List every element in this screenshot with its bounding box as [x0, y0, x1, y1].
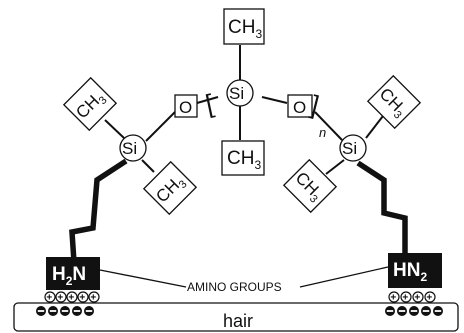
amino-groups-label: AMINO GROUPS	[187, 280, 282, 294]
ch3-left-top-box: CH3	[62, 76, 118, 132]
bond-left-si-ch3-bottom	[141, 159, 155, 173]
minus-charge	[84, 306, 94, 316]
plus-charge: +	[66, 291, 78, 304]
svg-text:Si: Si	[229, 84, 244, 103]
bond-right-si-ch3-bottom	[325, 159, 345, 175]
oxygen-right-box: O	[287, 94, 313, 118]
ch3-top-box: CH3	[223, 8, 265, 45]
svg-text:+: +	[57, 293, 63, 304]
plus-charge: +	[388, 291, 400, 304]
svg-text:+: +	[68, 293, 74, 304]
svg-text:+: +	[79, 293, 85, 304]
hair-label: hair	[223, 311, 253, 331]
svg-text:+: +	[390, 293, 396, 304]
plus-charge: +	[55, 291, 67, 304]
oxygen-left-box: O	[174, 94, 198, 118]
minus-charge	[72, 306, 82, 316]
svg-text:+: +	[402, 293, 408, 304]
plus-charge: +	[412, 291, 424, 304]
ch3-right-bottom-box: CH3	[282, 158, 338, 214]
svg-text:+: +	[90, 293, 96, 304]
si-right: Si	[339, 134, 367, 162]
svg-text:+: +	[46, 293, 52, 304]
svg-text:+: +	[426, 293, 432, 304]
svg-text:CH3: CH3	[228, 17, 262, 41]
right-propyl-chain	[356, 160, 408, 258]
minus-charge	[36, 306, 46, 316]
bond-left-si-ch3-top	[104, 119, 125, 139]
ch3-right-top-box: CH3	[366, 74, 422, 130]
charges-left-minus	[36, 306, 94, 316]
plus-charge: +	[88, 291, 100, 304]
amine-left: H2N	[46, 257, 100, 290]
minus-charge	[48, 306, 58, 316]
plus-charge: +	[400, 291, 412, 304]
charges-right-plus: + + + +	[388, 291, 436, 304]
ch3-left-bottom-box: CH3	[142, 160, 198, 216]
repeat-subscript-n: n	[319, 125, 326, 140]
charges-right-minus	[385, 306, 443, 316]
plus-charge: +	[44, 291, 56, 304]
si-center: Si	[226, 79, 254, 107]
minus-charge	[409, 306, 419, 316]
svg-text:Si: Si	[342, 139, 357, 158]
ch3-bottom-box: CH3	[221, 140, 265, 176]
bond-right-si-ch3-top	[365, 115, 384, 139]
svg-text:O: O	[293, 98, 306, 117]
minus-charge	[421, 306, 431, 316]
svg-text:CH3: CH3	[227, 148, 261, 172]
minus-charge	[60, 306, 70, 316]
plus-charge: +	[424, 291, 436, 304]
bond-left-si-o	[145, 111, 176, 142]
amino-pointer-left	[99, 269, 187, 288]
bond-left-o-center	[196, 96, 219, 104]
charges-left-plus: + + + + +	[44, 291, 100, 304]
left-propyl-chain	[69, 158, 128, 263]
svg-text:O: O	[179, 98, 192, 117]
amino-pointer-right	[299, 266, 389, 288]
amine-right: HN2	[388, 253, 442, 288]
hair-fibre	[13, 302, 459, 332]
bond-right-o-si	[314, 111, 343, 141]
si-left: Si	[119, 134, 147, 162]
minus-charge	[385, 306, 395, 316]
minus-charge	[397, 306, 407, 316]
svg-text:+: +	[414, 293, 420, 304]
minus-charge	[433, 306, 443, 316]
repeat-bracket-open: [	[203, 88, 217, 119]
plus-charge: +	[77, 291, 89, 304]
svg-text:HN2: HN2	[393, 260, 427, 284]
bond-center-right-o	[261, 96, 288, 104]
svg-text:H2N: H2N	[52, 264, 86, 288]
svg-text:Si: Si	[122, 139, 137, 158]
